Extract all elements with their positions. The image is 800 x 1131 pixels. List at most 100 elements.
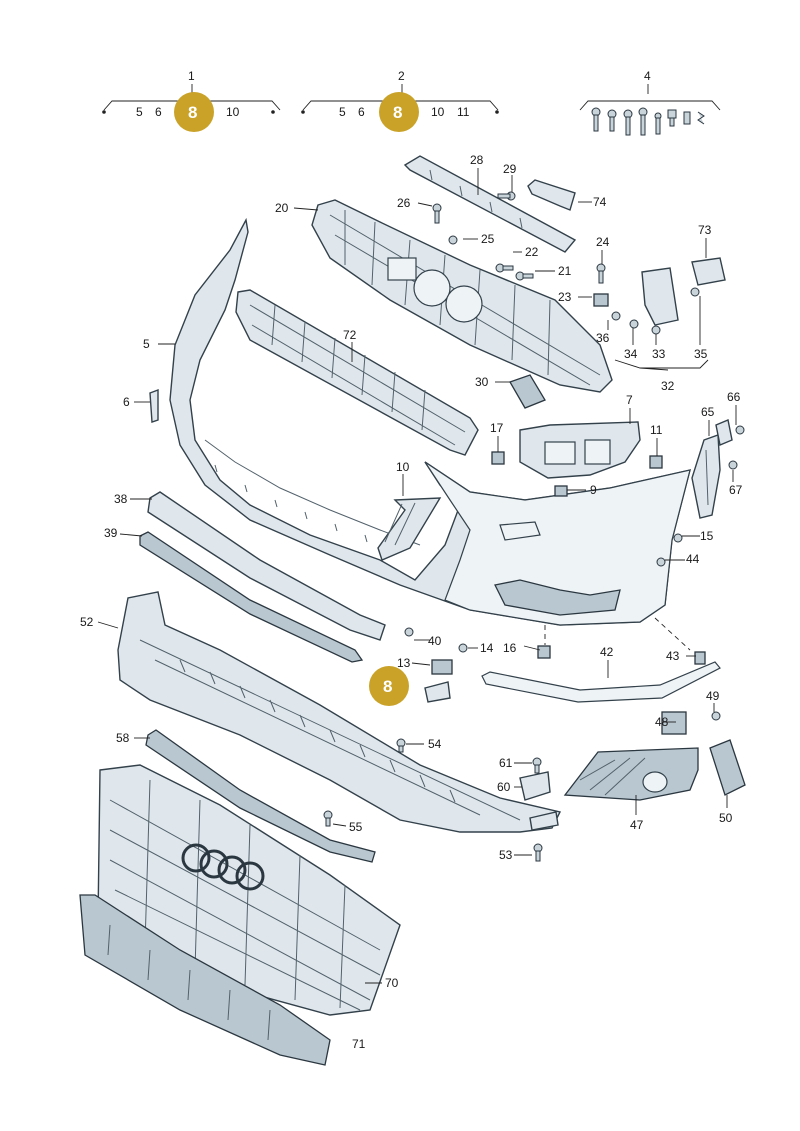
four-rings-logo-icon	[181, 843, 265, 891]
lower-strip-part	[145, 729, 376, 863]
label-44: 44	[686, 552, 700, 566]
part-30-cap	[509, 374, 546, 409]
label-72: 72	[343, 328, 357, 342]
part-8-cap	[424, 681, 451, 703]
label-65: 65	[701, 405, 715, 419]
group-1-badge	[174, 92, 214, 132]
label-66: 66	[727, 390, 741, 404]
label-14: 14	[480, 641, 494, 655]
part-32-bracket	[641, 267, 679, 326]
label-38: 38	[114, 492, 128, 506]
label-48: 48	[655, 715, 669, 729]
part-23-nut	[593, 293, 609, 307]
part-11-clip	[649, 455, 663, 469]
group-2-item: 5	[339, 105, 346, 119]
label-15: 15	[700, 529, 714, 543]
part-53-bracket	[529, 811, 559, 831]
label-43: 43	[666, 649, 680, 663]
label-33: 33	[652, 347, 666, 361]
part-48-sensor	[661, 711, 687, 735]
label-11: 11	[650, 423, 663, 437]
group-2-item: 10	[431, 105, 445, 119]
group-1: 1 5 6 10 8	[102, 69, 281, 132]
group-1-item: 10	[226, 105, 240, 119]
label-47: 47	[630, 818, 644, 832]
part-9-clip	[554, 485, 568, 497]
label-53: 53	[499, 848, 513, 862]
group-1-item: 5	[136, 105, 143, 119]
part-66-clip	[715, 419, 733, 446]
label-60: 60	[497, 780, 511, 794]
label-16: 16	[503, 641, 517, 655]
label-74: 74	[593, 195, 607, 209]
label-50: 50	[719, 811, 733, 825]
label-22: 22	[525, 245, 539, 259]
badge-8-lower	[369, 666, 409, 706]
label-29: 29	[503, 162, 517, 176]
label-73: 73	[698, 223, 712, 237]
label-40: 40	[428, 634, 442, 648]
part-17-clip	[491, 451, 505, 465]
part-16-clip	[537, 645, 551, 659]
label-10: 10	[396, 460, 410, 474]
lower-valance-part	[79, 894, 331, 1066]
group-2-badge-label: 8	[393, 103, 402, 122]
label-28: 28	[470, 153, 484, 167]
label-55: 55	[349, 820, 363, 834]
headlight-bracket-part	[519, 421, 641, 479]
label-54: 54	[428, 737, 442, 751]
group-1-badge-label: 8	[188, 103, 197, 122]
side-duct-part	[377, 497, 442, 561]
label-42: 42	[600, 645, 614, 659]
label-21: 21	[558, 264, 572, 278]
label-5: 5	[143, 337, 150, 351]
group-2-item: 11	[457, 105, 470, 119]
label-32: 32	[661, 379, 675, 393]
part-6-clip	[149, 388, 159, 423]
label-8: 8	[383, 677, 392, 696]
group-2: 2 5 6 10 11 8	[301, 69, 499, 132]
label-71: 71	[352, 1037, 366, 1051]
chrome-strip-part	[481, 661, 721, 703]
part-labels: 20 28 29 26 74 25 22 21 24 23 73 36 34 3…	[80, 153, 743, 1051]
part-13-bracket	[431, 659, 453, 675]
label-70: 70	[385, 976, 399, 990]
lower-grille-insert-part	[235, 289, 479, 456]
label-58: 58	[116, 731, 130, 745]
group-2-badge	[379, 92, 419, 132]
part-60-bracket	[519, 771, 551, 801]
label-9: 9	[590, 483, 597, 497]
side-bracket-part	[691, 434, 721, 519]
label-34: 34	[624, 347, 638, 361]
bumper-cover-part	[169, 217, 691, 626]
part-43-clip	[694, 651, 706, 665]
label-52: 52	[80, 615, 94, 629]
lower-trim-strip-part	[139, 491, 386, 663]
label-7: 7	[626, 393, 633, 407]
screw-set-icon	[591, 107, 705, 136]
upper-carrier-part	[311, 199, 613, 393]
small-parts	[149, 257, 733, 831]
label-13: 13	[397, 656, 411, 670]
group-2-item: 6	[358, 105, 365, 119]
group-4: 4	[579, 69, 721, 136]
label-35: 35	[694, 347, 708, 361]
group-1-number: 1	[188, 69, 195, 83]
label-26: 26	[397, 196, 411, 210]
label-61: 61	[499, 756, 513, 770]
label-39: 39	[104, 526, 118, 540]
group-4-number: 4	[644, 69, 651, 83]
label-20: 20	[275, 201, 289, 215]
leader-lines	[97, 168, 737, 984]
label-23: 23	[558, 290, 572, 304]
screws	[323, 191, 745, 862]
label-30: 30	[475, 375, 489, 389]
label-25: 25	[481, 232, 495, 246]
label-36: 36	[596, 331, 610, 345]
top-bracket-part	[403, 155, 577, 253]
group-2-number: 2	[398, 69, 405, 83]
label-17: 17	[490, 421, 504, 435]
label-24: 24	[596, 235, 610, 249]
label-67: 67	[729, 483, 743, 497]
